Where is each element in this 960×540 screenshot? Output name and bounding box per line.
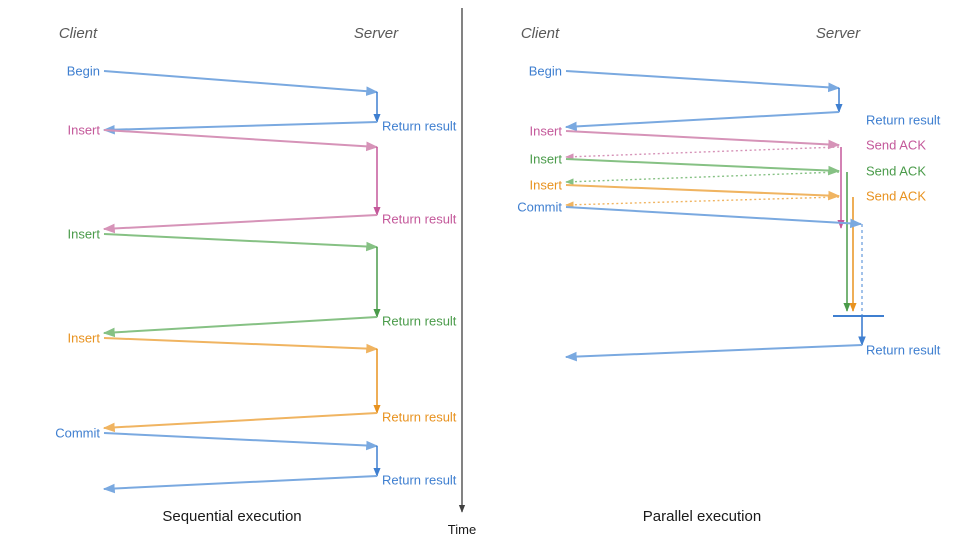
right-server-label-1: Send ACK bbox=[866, 137, 926, 153]
right-server-label-4: Return result bbox=[866, 342, 941, 358]
left-server-label-0: Return result bbox=[382, 118, 457, 134]
right-client-label-0: Begin bbox=[528, 63, 562, 79]
left-response-1 bbox=[102, 214, 378, 234]
left-response-0 bbox=[102, 121, 378, 135]
left-request-3 bbox=[103, 337, 379, 354]
right-server-label-3: Send ACK bbox=[866, 188, 926, 204]
right-async-request-0 bbox=[565, 130, 841, 150]
right-async-request-1 bbox=[565, 158, 841, 176]
left-client-label-2: Insert bbox=[67, 226, 100, 242]
right-client-header: Client bbox=[520, 25, 560, 42]
right-server-label-2: Send ACK bbox=[866, 163, 926, 179]
left-client-label-1: Insert bbox=[67, 122, 100, 138]
left-client-header: Client bbox=[58, 25, 98, 42]
left-client-label-4: Commit bbox=[55, 425, 100, 441]
left-request-4 bbox=[103, 432, 379, 451]
left-response-4 bbox=[102, 475, 378, 494]
right-async-ack-0 bbox=[565, 146, 840, 161]
right-async-ack-1 bbox=[565, 171, 840, 186]
right-async-request-2 bbox=[565, 184, 841, 201]
left-response-3 bbox=[102, 412, 378, 433]
right-commit-response bbox=[564, 344, 863, 362]
right-panel-caption: Parallel execution bbox=[642, 508, 762, 525]
left-server-header: Server bbox=[353, 25, 399, 42]
right-commit-request bbox=[565, 206, 863, 229]
left-server-label-3: Return result bbox=[382, 409, 457, 425]
left-client-label-3: Insert bbox=[67, 330, 100, 346]
right-server-label-0: Return result bbox=[866, 112, 941, 128]
right-async-ack-2 bbox=[565, 196, 840, 209]
right-begin-response bbox=[564, 111, 840, 132]
right-begin-request bbox=[565, 70, 841, 93]
left-request-2 bbox=[103, 233, 379, 252]
left-client-label-0: Begin bbox=[66, 63, 100, 79]
right-client-label-2: Insert bbox=[529, 151, 562, 167]
right-client-label-1: Insert bbox=[529, 123, 562, 139]
time-axis-label: Time bbox=[447, 522, 477, 537]
right-client-label-4: Commit bbox=[517, 199, 562, 215]
left-server-label-2: Return result bbox=[382, 313, 457, 329]
left-server-label-4: Return result bbox=[382, 472, 457, 488]
right-server-header: Server bbox=[815, 25, 861, 42]
left-server-label-1: Return result bbox=[382, 211, 457, 227]
left-response-2 bbox=[102, 316, 378, 338]
left-request-0 bbox=[103, 70, 379, 96]
right-client-label-3: Insert bbox=[529, 177, 562, 193]
left-request-1 bbox=[103, 129, 379, 152]
left-panel-caption: Sequential execution bbox=[162, 508, 302, 525]
